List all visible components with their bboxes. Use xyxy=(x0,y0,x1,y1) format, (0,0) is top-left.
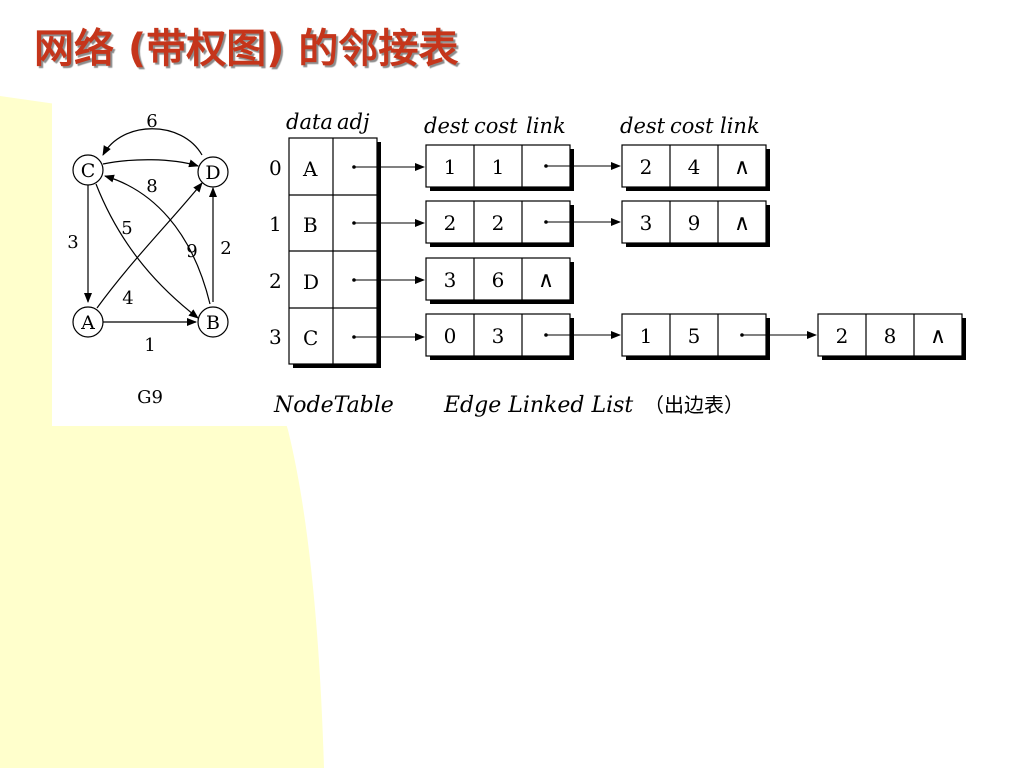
edge-c-b xyxy=(95,183,199,319)
edge-list-label: Edge Linked List xyxy=(443,393,633,418)
graph-g9 xyxy=(72,128,229,338)
edge-weight-c-a: 3 xyxy=(67,232,78,253)
header-cost-1: cost xyxy=(474,114,518,138)
null-link-symbol: ∧ xyxy=(734,211,750,236)
edge-weight-a-d: 4 xyxy=(122,288,133,309)
edge-node-dest: 3 xyxy=(640,211,653,235)
header-dest-2: dest xyxy=(620,114,666,138)
null-link-symbol: ∧ xyxy=(734,155,750,180)
node-index-3: 3 xyxy=(269,325,282,349)
edge-node-dest: 2 xyxy=(640,155,653,179)
diagram-panel: C D A B 6 8 3 5 9 2 4 1 G9 data adj dest… xyxy=(52,100,972,426)
header-link-1: link xyxy=(526,114,566,138)
edge-node-dest: 0 xyxy=(444,324,457,348)
edge-node-r1-c1: 3 9 ∧ xyxy=(621,200,770,247)
adjacency-list-diagram: C D A B 6 8 3 5 9 2 4 1 G9 data adj dest… xyxy=(67,110,966,418)
edge-weight-d-c: 6 xyxy=(146,111,157,132)
node-data-0: A xyxy=(302,157,318,181)
edge-node-cost: 6 xyxy=(492,268,505,292)
node-index-2: 2 xyxy=(269,269,282,293)
edge-node-cost: 8 xyxy=(884,324,897,348)
edge-weight-a-b: 1 xyxy=(144,335,155,356)
node-data-2: D xyxy=(303,270,319,294)
graph-name: G9 xyxy=(137,387,163,408)
edge-weight-c-b: 5 xyxy=(121,218,132,239)
edge-c-d xyxy=(102,159,199,168)
header-link-2: link xyxy=(720,114,760,138)
null-link-symbol: ∧ xyxy=(930,324,946,349)
edge-node-cost: 2 xyxy=(492,211,505,235)
graph-node-a xyxy=(72,306,104,338)
graph-node-d xyxy=(197,156,229,188)
node-table xyxy=(288,137,381,368)
edge-node-r2-c0: 3 6 ∧ xyxy=(425,257,574,304)
graph-node-b xyxy=(197,306,229,338)
edge-a-d xyxy=(96,182,203,309)
graph-node-c xyxy=(72,154,104,186)
node-index-1: 1 xyxy=(269,212,282,236)
node-data-1: B xyxy=(303,213,318,237)
edge-node-dest: 1 xyxy=(640,324,653,348)
graph-node-c-label: C xyxy=(81,160,96,182)
null-link-symbol: ∧ xyxy=(538,268,554,293)
header-cost-2: cost xyxy=(670,114,714,138)
edge-node-cost: 9 xyxy=(688,211,701,235)
edge-list-label-cn: （出边表） xyxy=(644,393,744,417)
edge-node-box xyxy=(621,144,767,188)
node-table-label: NodeTable xyxy=(273,393,394,418)
node-data-3: C xyxy=(303,326,318,350)
edge-node-dest: 2 xyxy=(836,324,849,348)
edge-d-c xyxy=(102,128,203,156)
edge-node-box xyxy=(817,313,963,357)
edge-node-cost: 3 xyxy=(492,324,505,348)
edge-node-r3-c2: 2 8 ∧ xyxy=(817,313,966,360)
graph-node-a-label: A xyxy=(80,312,95,334)
edge-node-dest: 1 xyxy=(444,155,457,179)
edge-node-cost: 1 xyxy=(492,155,505,179)
edge-weight-b-d: 2 xyxy=(220,238,231,259)
graph-node-d-label: D xyxy=(205,162,220,184)
edge-node-dest: 3 xyxy=(444,268,457,292)
edge-b-c xyxy=(104,174,211,305)
edge-node-cost: 4 xyxy=(688,155,701,179)
header-data: data xyxy=(286,110,333,134)
edge-node-r0-c1: 2 4 ∧ xyxy=(621,144,770,191)
edge-weight-b-c: 9 xyxy=(186,241,197,262)
header-adj: adj xyxy=(337,110,370,134)
edge-node-box xyxy=(621,200,767,244)
node-index-0: 0 xyxy=(269,156,282,180)
edge-weight-c-d: 8 xyxy=(146,176,157,197)
edge-node-box xyxy=(425,257,571,301)
header-dest-1: dest xyxy=(424,114,470,138)
edge-node-cost: 5 xyxy=(688,324,701,348)
edge-node-dest: 2 xyxy=(444,211,457,235)
slide-title: 网络 (带权图) 的邻接表 xyxy=(34,26,459,72)
graph-node-b-label: B xyxy=(206,312,220,334)
